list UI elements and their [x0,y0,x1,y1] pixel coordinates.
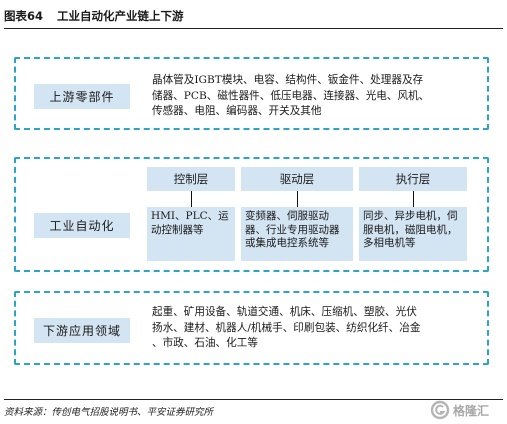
automation-section [14,157,489,272]
upstream-line: 储器、PCB、磁性器件、低压电器、连接器、光电、风机、 [152,89,430,102]
downstream-text: 起重、矿用设备、轨道交通、机床、压缩机、塑胶、光伏 扬水、建材、机器人/机械手、… [152,305,482,352]
downstream-section [14,291,489,365]
upstream-section [14,57,489,130]
drive-layer-box: 变频器、伺服驱动器、行业专用驱动器或集成电控系统等 [241,207,353,261]
execution-layer-box: 同步、异步电机，伺服电机，磁阻电机，多相电机等 [359,207,467,261]
upstream-tag: 上游零部件 [34,84,130,109]
upstream-line: 传感器、电阻、编码器、开关及其他 [152,105,322,117]
execution-connector [413,191,414,207]
downstream-line: 起重、矿用设备、轨道交通、机床、压缩机、塑胶、光伏 [152,306,417,318]
drive-connector [297,191,298,207]
control-layer-header: 控制层 [147,167,235,191]
drive-layer-header: 驱动层 [241,167,353,191]
gelonghui-logo-icon [430,400,450,420]
watermark-text: 格隆汇 [453,403,490,418]
downstream-tag: 下游应用领域 [34,318,130,343]
watermark: 格隆汇 [430,398,506,422]
automation-tag: 工业自动化 [34,213,130,238]
downstream-line: 扬水、建材、机器人/机械手、印刷包装、纺织化纤、冶金 [152,321,421,334]
top-rule [4,28,503,29]
control-connector [191,191,192,207]
upstream-text: 晶体管及IGBT模块、电容、结构件、钣金件、处理器及存 储器、PCB、磁性器件、… [152,73,482,120]
bottom-rule [4,399,503,400]
execution-layer-header: 执行层 [359,167,467,191]
figure-caption: 工业自动化产业链上下游 [57,9,184,23]
figure-title: 图表64 工业自动化产业链上下游 [4,8,503,24]
source-note: 资料来源：传创电气招股说明书、平安证券研究所 [4,407,214,418]
downstream-line: 、市政、石油、化工等 [152,337,258,349]
control-layer-box: HMI、PLC、运动控制器等 [147,207,235,261]
figure-label: 图表64 [4,9,44,23]
upstream-line: 晶体管及IGBT模块、电容、结构件、钣金件、处理器及存 [152,74,424,86]
